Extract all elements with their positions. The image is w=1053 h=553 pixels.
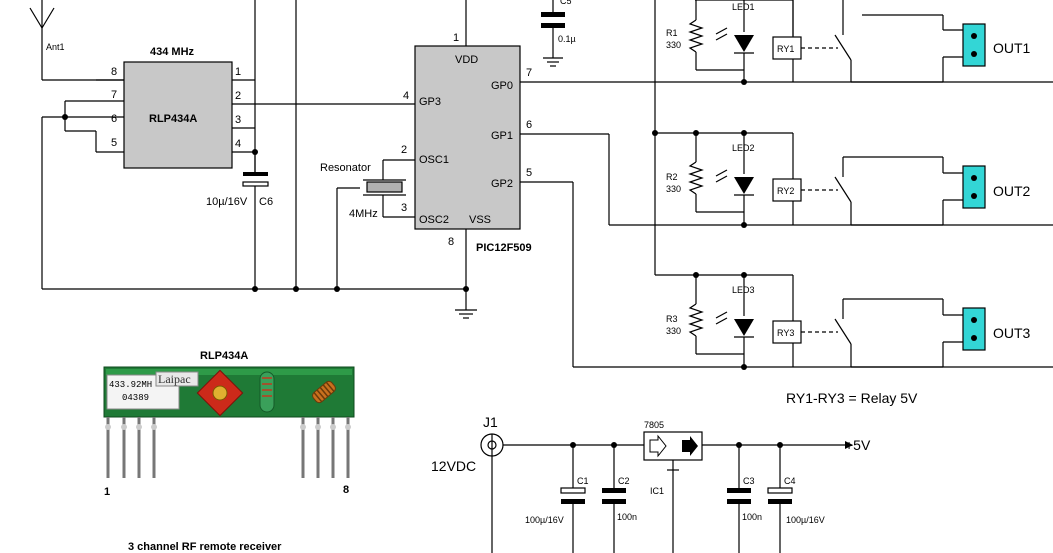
mcu-vss-label: VSS — [469, 214, 491, 226]
rx-pin-3: 3 — [235, 114, 241, 126]
rx-right-pins — [232, 0, 415, 172]
terminal-out3 — [962, 307, 986, 351]
resonator-symbol — [336, 159, 415, 289]
channel-1 — [688, 0, 986, 85]
module-photo — [103, 366, 355, 478]
ch2-led: LED2 — [732, 143, 755, 153]
ch1-led: LED1 — [732, 2, 755, 12]
mcu-osc2-label: OSC2 — [419, 214, 449, 226]
power-c2-name: C2 — [618, 476, 630, 486]
antenna-label: Ant1 — [46, 42, 65, 52]
rx-pin-5: 5 — [111, 137, 117, 149]
mcu-osc1-label: OSC1 — [419, 154, 449, 166]
ch2-r-name: R2 — [666, 172, 678, 182]
ch3-out: OUT3 — [993, 325, 1031, 341]
photo-title: RLP434A — [200, 350, 248, 362]
power-c2-value: 100n — [617, 512, 637, 522]
rx-pin-6: 6 — [111, 113, 117, 125]
ch3-led: LED3 — [732, 285, 755, 295]
caption: 3 channel RF remote receiver — [128, 541, 282, 553]
ch1-r-name: R1 — [666, 28, 678, 38]
power-input: 12VDC — [431, 458, 476, 474]
mcu-pin-gp0-num: 7 — [526, 67, 532, 79]
terminal-out2 — [962, 165, 986, 209]
power-c4-name: C4 — [784, 476, 796, 486]
photo-sticker-freq: 433.92MH — [109, 380, 152, 390]
mcu-pin-gp3-num: 4 — [403, 90, 409, 102]
power-c3-name: C3 — [743, 476, 755, 486]
mcu-pin-osc2-num: 3 — [401, 202, 407, 214]
photo-sticker-code: 04389 — [122, 393, 149, 403]
ch2-r-value: 330 — [666, 184, 681, 194]
mcu-gp1-label: GP1 — [491, 130, 513, 142]
rx-module-body — [123, 61, 233, 169]
photo-pin-first: 1 — [104, 486, 110, 498]
mcu-pin-vdd-num: 1 — [453, 32, 459, 44]
mcu-name: PIC12F509 — [476, 242, 532, 254]
photo-brand: Laipac — [158, 372, 191, 386]
mcu-gp2-label: GP2 — [491, 178, 513, 190]
ch2-relay: RY2 — [777, 186, 794, 196]
power-jack: J1 — [483, 414, 498, 430]
power-ic: IC1 — [650, 486, 664, 496]
rx-pin-8: 8 — [111, 66, 117, 78]
mcu-gp3-label: GP3 — [419, 96, 441, 108]
rx-pin-4: 4 — [235, 138, 241, 150]
rx-pin-2: 2 — [235, 90, 241, 102]
channel-3 — [655, 272, 986, 370]
mcu-pin-vss-num: 8 — [448, 236, 454, 248]
capacitor-c6 — [242, 152, 269, 289]
rx-module-freq: 434 MHz — [150, 46, 195, 58]
power-supply — [480, 431, 853, 553]
relay-note: RY1-RY3 = Relay 5V — [786, 390, 918, 406]
c6-value: 10µ/16V — [206, 196, 248, 208]
resonator-freq: 4MHz — [349, 208, 378, 220]
ch3-relay: RY3 — [777, 328, 794, 338]
power-vout: +5V — [845, 437, 871, 453]
ch3-r-name: R3 — [666, 314, 678, 324]
ch1-r-value: 330 — [666, 40, 681, 50]
capacitor-c5 — [541, 0, 565, 67]
mcu-pin-gp2-num: 5 — [526, 167, 532, 179]
antenna-symbol — [29, 0, 124, 81]
mcu-vdd-label: VDD — [455, 54, 478, 66]
mcu-gp0-label: GP0 — [491, 80, 513, 92]
c6-name: C6 — [259, 196, 273, 208]
rx-pin-1: 1 — [235, 66, 241, 78]
terminal-out1 — [962, 23, 986, 67]
rx-left-pins — [64, 79, 124, 153]
ch2-out: OUT2 — [993, 183, 1031, 199]
photo-pin-last: 8 — [343, 484, 349, 496]
resonator-label: Resonator — [320, 162, 371, 174]
power-c1-name: C1 — [577, 476, 589, 486]
power-c3-value: 100n — [742, 512, 762, 522]
c5-name: C5 — [560, 0, 572, 6]
power-c1-value: 100µ/16V — [525, 515, 564, 525]
power-c4-value: 100µ/16V — [786, 515, 825, 525]
ch1-relay: RY1 — [777, 44, 794, 54]
c5-value: 0.1µ — [558, 34, 576, 44]
channel-2 — [655, 130, 986, 228]
mcu-pin-gp1-num: 6 — [526, 119, 532, 131]
rx-pin-7: 7 — [111, 89, 117, 101]
ch1-out: OUT1 — [993, 40, 1031, 56]
rx-module-name: RLP434A — [149, 113, 197, 125]
mcu-body — [414, 45, 521, 230]
mcu-pin-osc1-num: 2 — [401, 144, 407, 156]
ch3-r-value: 330 — [666, 326, 681, 336]
power-reg: 7805 — [644, 420, 664, 430]
